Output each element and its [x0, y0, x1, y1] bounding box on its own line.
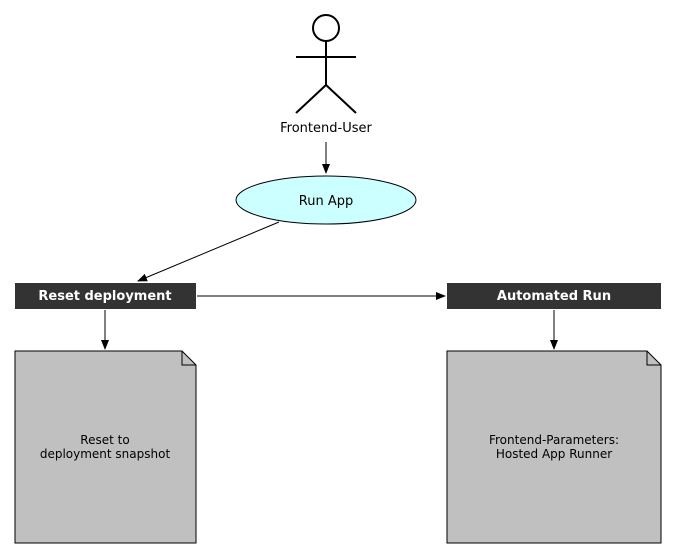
reset-note: Reset to deployment snapshot — [14, 350, 197, 544]
reset-note-line-2: deployment snapshot — [40, 447, 171, 461]
actor-label: Frontend-User — [280, 121, 372, 136]
automated-run-title: Automated Run — [497, 289, 611, 304]
reset-deployment-header — [15, 283, 196, 309]
automated-note-line-2: Hosted App Runner — [496, 447, 612, 461]
automated-note-fold — [646, 351, 661, 366]
usecase-run-app — [235, 175, 417, 225]
automated-run-header — [447, 283, 661, 309]
actor-figure — [295, 14, 357, 114]
reset-note-fold — [181, 351, 196, 366]
automated-note: Frontend-Parameters: Hosted App Runner — [446, 350, 662, 544]
reset-deployment-title: Reset deployment — [38, 289, 171, 304]
actor-head — [312, 14, 340, 42]
actor-left-leg — [295, 84, 327, 114]
reset-note-shape — [14, 350, 197, 544]
automated-note-line-1: Frontend-Parameters: — [489, 433, 619, 447]
reset-note-line-1: Reset to — [80, 433, 129, 447]
automated-note-shape — [446, 350, 662, 544]
actor-right-leg — [325, 84, 357, 114]
usecase-label: Run App — [299, 194, 353, 209]
edge-usecase-to-reset — [137, 221, 280, 282]
